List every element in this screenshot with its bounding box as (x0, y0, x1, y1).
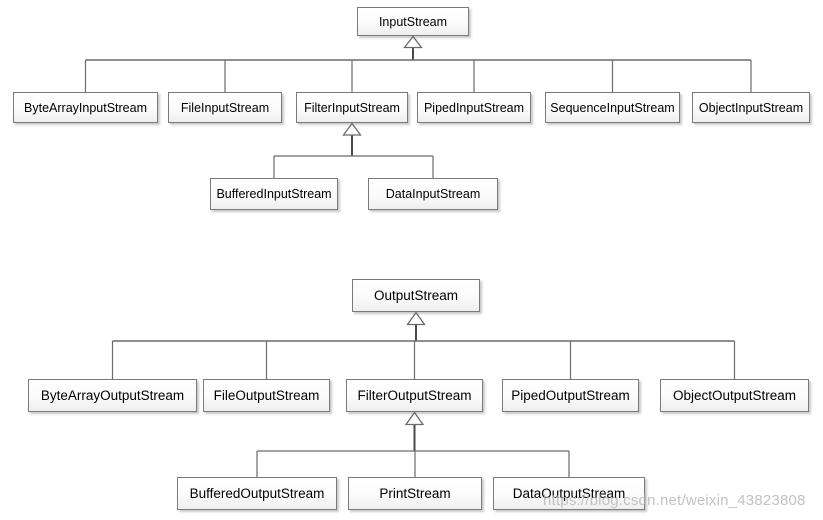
class-node-objectinputstream: ObjectInputStream (692, 92, 810, 123)
class-node-fileinputstream: FileInputStream (168, 92, 282, 123)
class-node-bufferedinputstream: BufferedInputStream (210, 178, 338, 210)
class-node-bytearrayinputstream: ByteArrayInputStream (13, 92, 158, 123)
class-node-datainputstream: DataInputStream (368, 178, 498, 210)
class-node-filteroutputstream: FilterOutputStream (346, 379, 483, 412)
class-node-pipedoutputstream: PipedOutputStream (502, 379, 639, 412)
generalization-arrowhead-outputstream (406, 311, 426, 326)
csdn-watermark: https://blog.csdn.net/weixin_43823808 (543, 492, 806, 509)
class-node-sequenceinputstream: SequenceInputStream (545, 92, 680, 123)
generalization-arrowhead-filteroutputstream (404, 411, 425, 426)
class-node-inputstream: InputStream (357, 7, 469, 36)
class-node-pipedinputstream: PipedInputStream (417, 92, 531, 123)
class-node-printstream: PrintStream (348, 477, 482, 510)
class-node-filterinputstream: FilterInputStream (296, 92, 408, 123)
generalization-arrowhead-inputstream (403, 35, 423, 49)
class-node-outputstream: OutputStream (352, 279, 480, 312)
generalization-arrowhead-filterinputstream (342, 122, 362, 136)
class-node-bufferedoutputstream: BufferedOutputStream (177, 477, 337, 510)
class-node-objectoutputstream: ObjectOutputStream (660, 379, 809, 412)
class-node-dataoutputstream: DataOutputStream (493, 477, 645, 510)
class-node-fileoutputstream: FileOutputStream (203, 379, 330, 412)
class-node-bytearrayoutputstream: ByteArrayOutputStream (28, 379, 197, 412)
